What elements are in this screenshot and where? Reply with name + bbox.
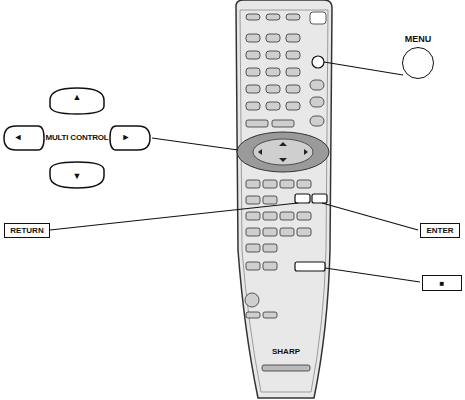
stop-button: ■ xyxy=(422,275,462,291)
leader-lines xyxy=(50,62,420,282)
menu-button: MENU xyxy=(398,34,438,79)
arrow-symbol: ▼ xyxy=(73,172,82,181)
remote-buttons xyxy=(245,12,326,371)
arrow-symbol: ▲ xyxy=(73,93,82,102)
button-label: RETURN xyxy=(10,226,43,235)
button-label: MENU xyxy=(405,34,432,44)
button-label: ■ xyxy=(440,279,445,288)
button-label: ENTER xyxy=(426,226,453,235)
arrow-symbol: ◄ xyxy=(14,133,23,142)
remote-inner xyxy=(240,10,328,392)
enter-button: ENTER xyxy=(420,223,460,238)
remote-enter-ring xyxy=(253,139,313,165)
remote-body xyxy=(236,0,332,398)
remote-multi-control xyxy=(237,132,329,172)
brand-name: SHARP xyxy=(272,348,300,356)
return-button: RETURN xyxy=(4,223,50,238)
arrow-symbol: ► xyxy=(122,133,131,142)
menu-circle xyxy=(402,47,434,79)
